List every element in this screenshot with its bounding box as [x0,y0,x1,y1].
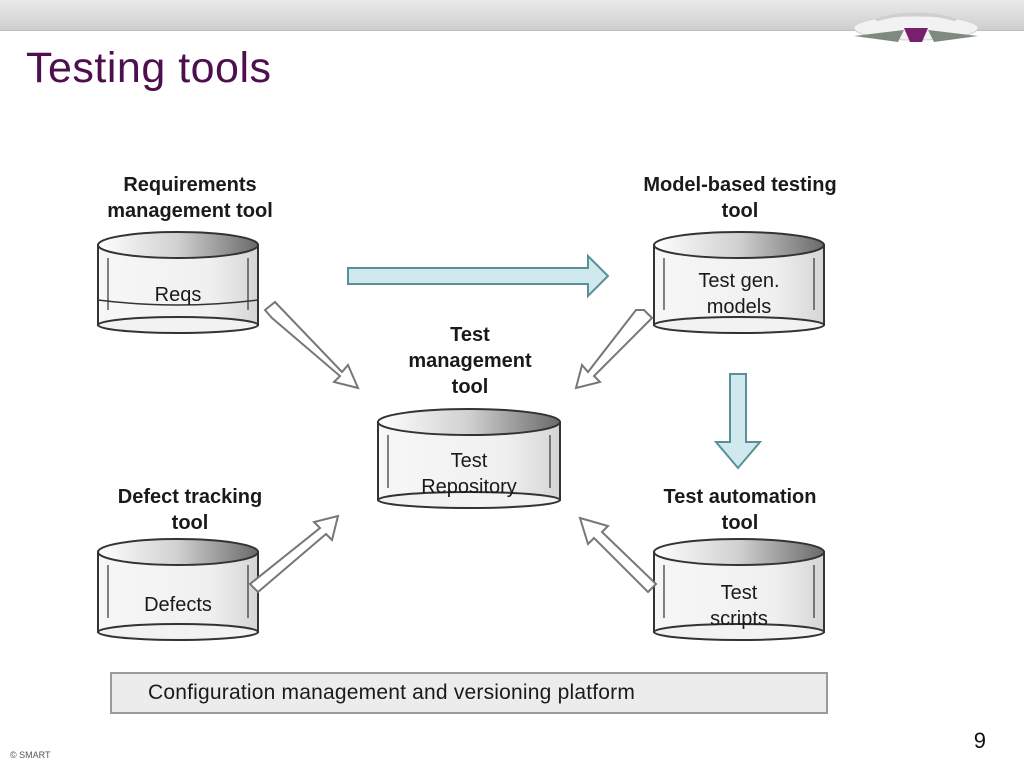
defects-database-label: Defects [98,592,258,618]
test-repository-label-line1: Test [450,450,488,472]
arrow-reqs-to-model-icon [347,253,610,299]
test-management-tool-label-line1: Test [450,324,490,346]
test-gen-models-label-line2: models [706,296,772,318]
slide-header-bar [0,0,1024,31]
model-based-tool-label-line1: Model-based testing [643,174,837,196]
test-automation-tool-label: Test automation tool [630,484,850,536]
diagram-graphics [97,231,825,641]
slide-title: Testing tools [26,44,272,92]
arrow-defects-to-repository-icon [248,514,340,594]
test-gen-models-database-icon [653,231,825,334]
slide-footer: © SMART [10,750,51,760]
arrow-model-to-repository-icon [574,309,654,390]
model-based-tool-label-line2: tool [721,200,759,222]
reqs-database-label: Reqs [98,282,258,308]
defects-database-icon [97,538,259,641]
test-automation-tool-label-line2: tool [721,512,759,534]
copyright-symbol: © [10,750,17,760]
test-scripts-database-label: Test scripts [654,580,824,632]
configuration-platform-bar: Configuration management and versioning … [110,672,828,714]
arrow-model-to-automation-icon [713,373,763,470]
requirements-tool-label-line2: management tool [107,200,273,222]
defect-tracking-tool-label: Defect tracking tool [80,484,300,536]
defect-tracking-tool-label-line2: tool [171,512,209,534]
page-number: 9 [973,728,986,753]
footer-owner: SMART [19,750,51,760]
arrow-scripts-to-repository-icon [578,516,658,594]
test-management-tool-label: Test management tool [360,322,580,400]
requirements-tool-label: Requirements management tool [80,172,300,224]
reqs-database-icon [97,231,259,334]
arrow-reqs-to-repository-icon [263,300,360,390]
test-repository-database-label: Test Repository [378,448,560,500]
test-management-tool-label-line3: tool [451,376,489,398]
reqs-database-label-line1: Reqs [154,284,202,306]
test-automation-tool-label-line1: Test automation [663,486,817,508]
test-repository-database-icon [377,408,561,509]
test-scripts-label-line2: scripts [710,608,768,630]
test-gen-models-database-label: Test gen. models [654,268,824,320]
test-scripts-database-icon [653,538,825,641]
test-repository-label-line2: Repository [421,476,517,498]
configuration-platform-label: Configuration management and versioning … [148,681,636,704]
requirements-tool-label-line1: Requirements [123,174,257,196]
defects-database-label-line1: Defects [144,594,212,616]
test-gen-models-label-line1: Test gen. [698,270,780,292]
company-logo [853,12,979,42]
test-scripts-label-line1: Test [720,582,758,604]
test-management-tool-label-line2: management [408,350,532,372]
defect-tracking-tool-label-line1: Defect tracking [117,486,263,508]
model-based-tool-label: Model-based testing tool [630,172,850,224]
testing-tools-diagram: Requirements management tool Model-based… [80,160,870,720]
